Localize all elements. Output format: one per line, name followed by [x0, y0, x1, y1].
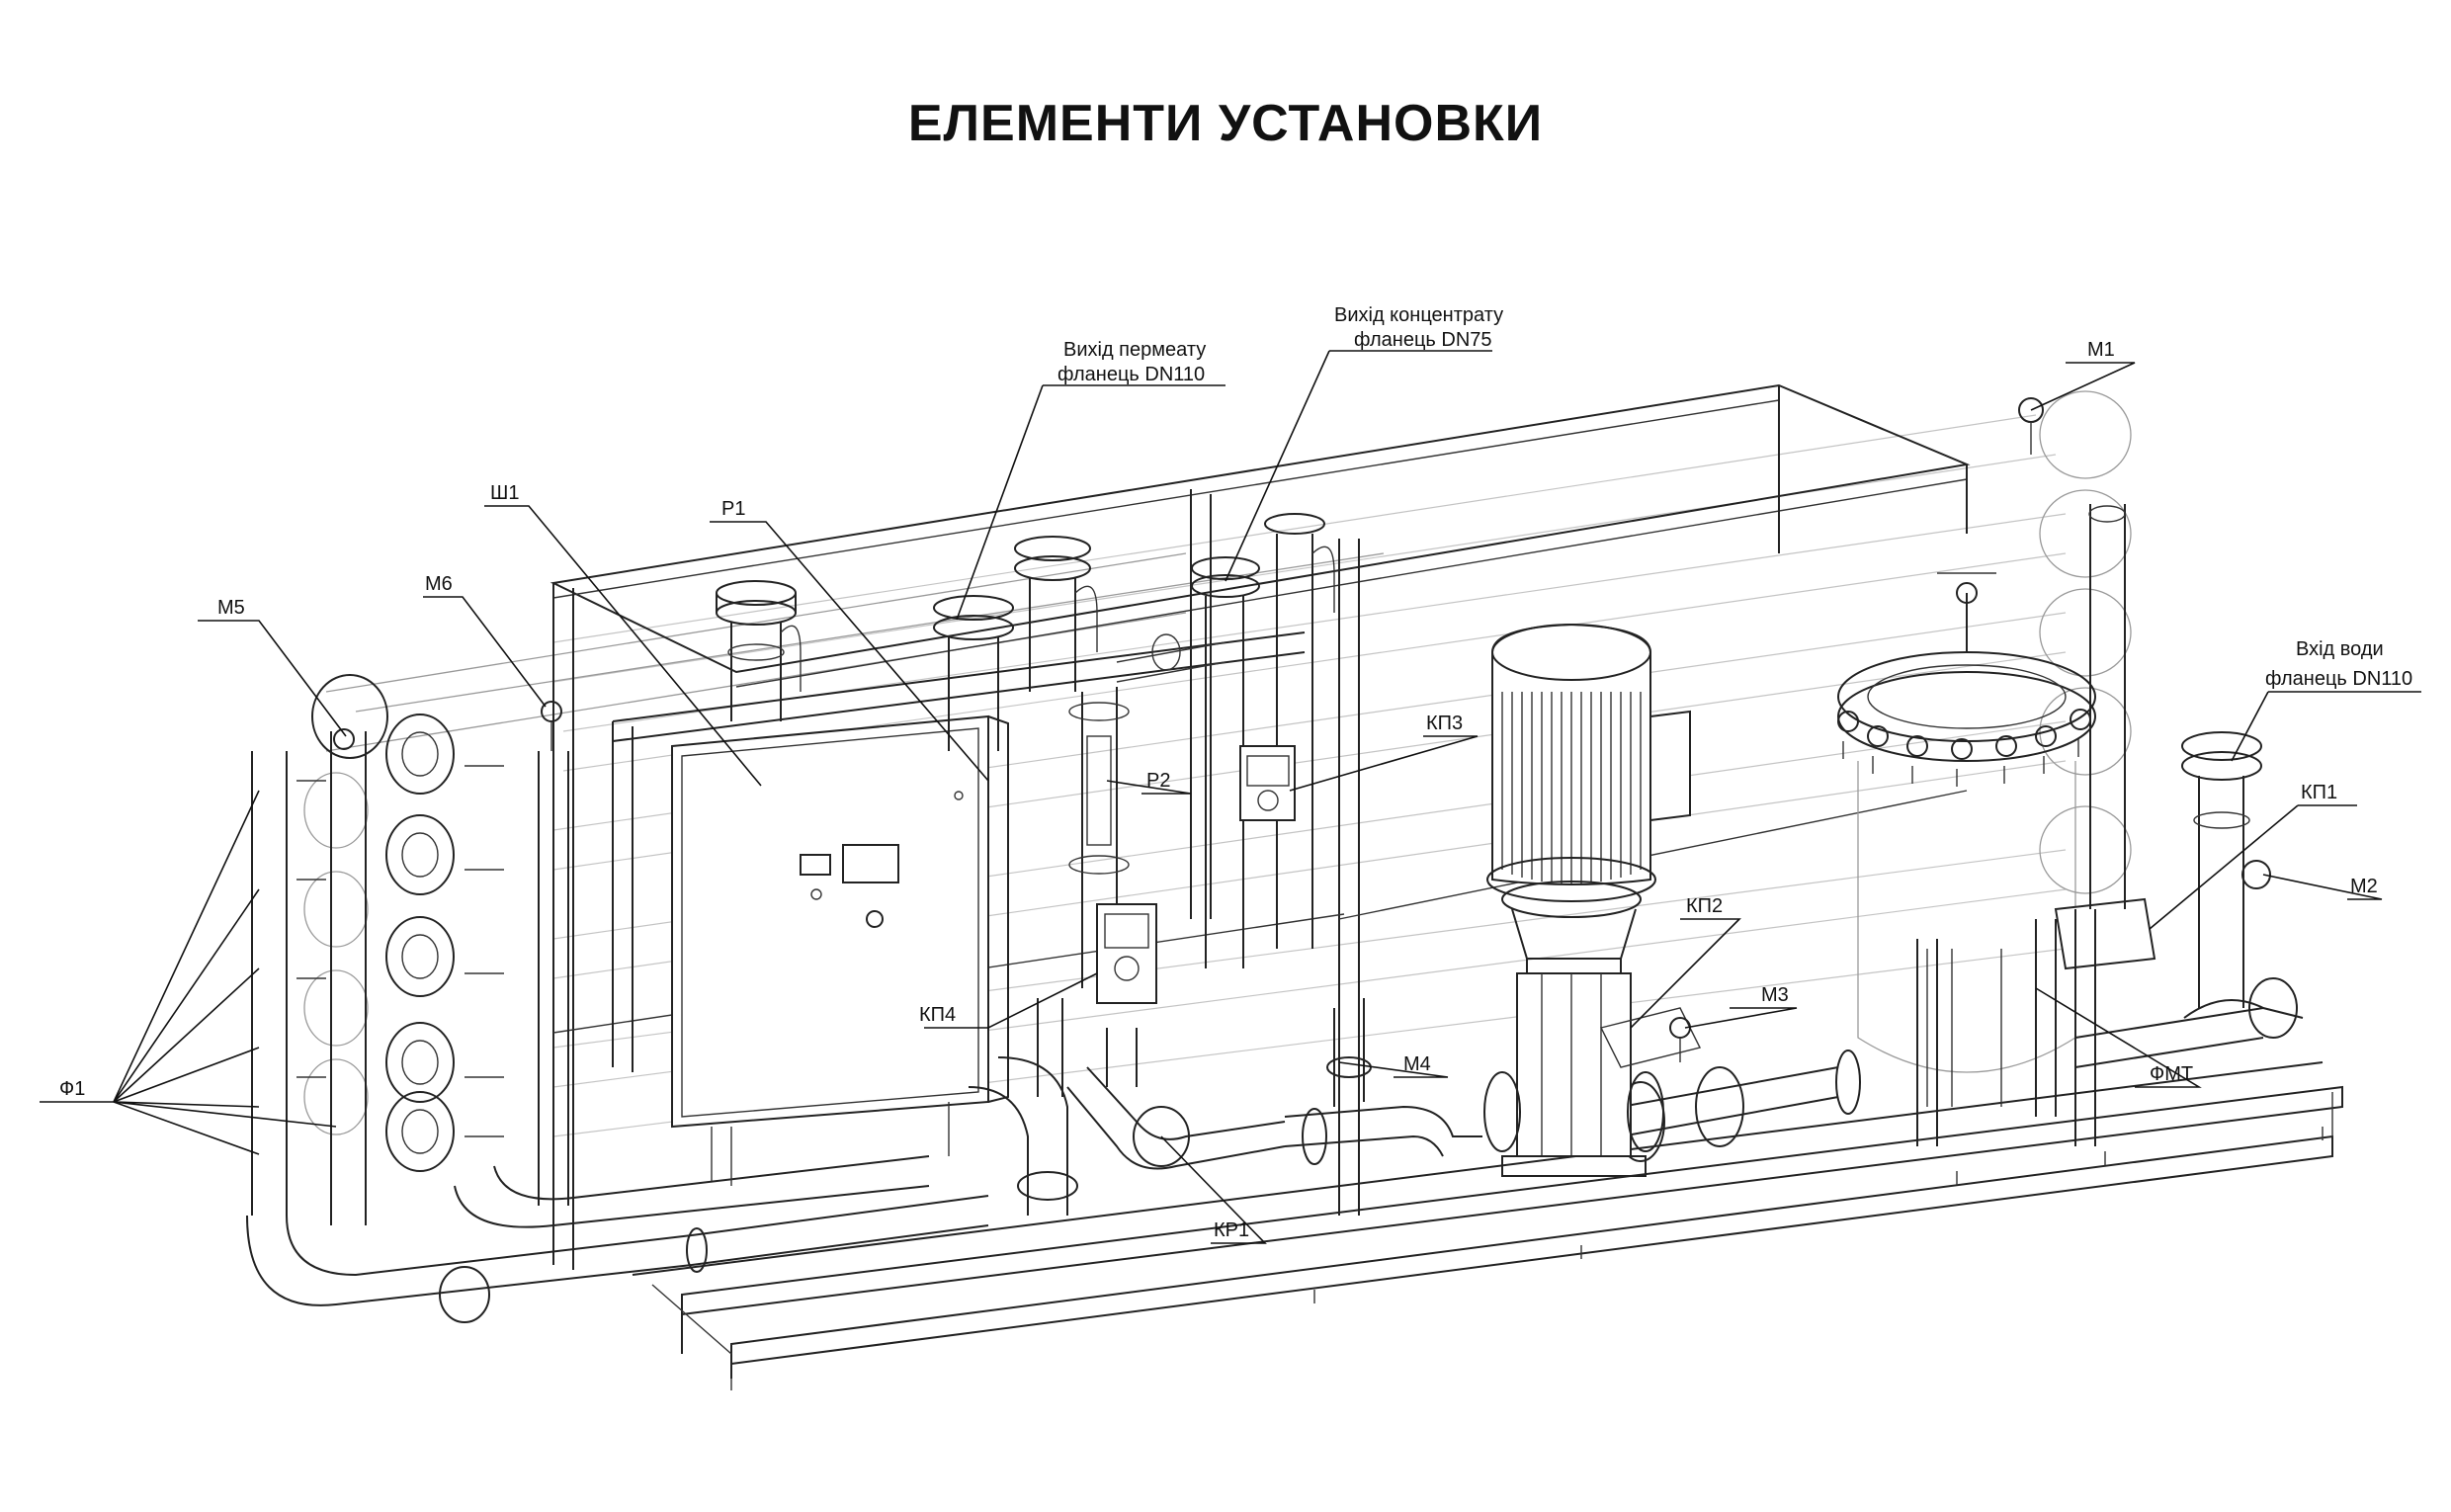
label-m4: М4 — [1403, 1053, 1431, 1075]
label-m1: М1 — [2087, 339, 2115, 361]
page-title: ЕЛЕМЕНТИ УСТАНОВКИ — [907, 95, 1544, 152]
front-membrane-modules — [246, 674, 930, 1323]
label-kp2: КП2 — [1686, 895, 1723, 917]
label-concentrate-flange: фланець DN75 — [1354, 329, 1492, 351]
label-m2: М2 — [2350, 876, 2378, 897]
pump-motor — [1483, 623, 1702, 1177]
label-f1: Ф1 — [59, 1078, 85, 1100]
label-m3: М3 — [1761, 984, 1789, 1006]
label-concentrate-outlet: Вихід концентрату — [1334, 304, 1503, 326]
label-sh1: Ш1 — [490, 482, 519, 504]
label-m6: М6 — [425, 573, 453, 595]
label-r1: Р1 — [721, 498, 745, 520]
label-kp1: КП1 — [2301, 782, 2337, 803]
label-water-inlet-flange: фланець DN110 — [2265, 668, 2412, 690]
bottom-piping — [686, 998, 1861, 1273]
inlet-assembly — [2018, 397, 2304, 1146]
label-p2: Р2 — [1146, 770, 1170, 792]
label-kr1: КР1 — [1214, 1219, 1249, 1241]
membrane-vessels — [325, 390, 2132, 1137]
label-m5: М5 — [217, 597, 245, 619]
base-frame — [632, 1061, 2343, 1390]
label-kp3: КП3 — [1426, 713, 1463, 734]
central-pipes — [716, 513, 1335, 1097]
gauges-left — [333, 701, 562, 751]
labels: Ш1 Р1 М6 М5 Ф1 Вихід пермеату фланець DN… — [59, 304, 2412, 1241]
label-permeate-flange: фланець DN110 — [1057, 364, 1205, 385]
label-permeate-outlet: Вихід пермеату — [1063, 339, 1206, 361]
control-cabinet — [612, 631, 1306, 1186]
label-fmt: ФМТ — [2150, 1063, 2193, 1085]
label-water-inlet: Вхід води — [2296, 638, 2384, 660]
label-kp4: КП4 — [919, 1004, 956, 1026]
cartridge-filter — [1837, 572, 2096, 1146]
leader-lines — [40, 350, 2421, 1244]
